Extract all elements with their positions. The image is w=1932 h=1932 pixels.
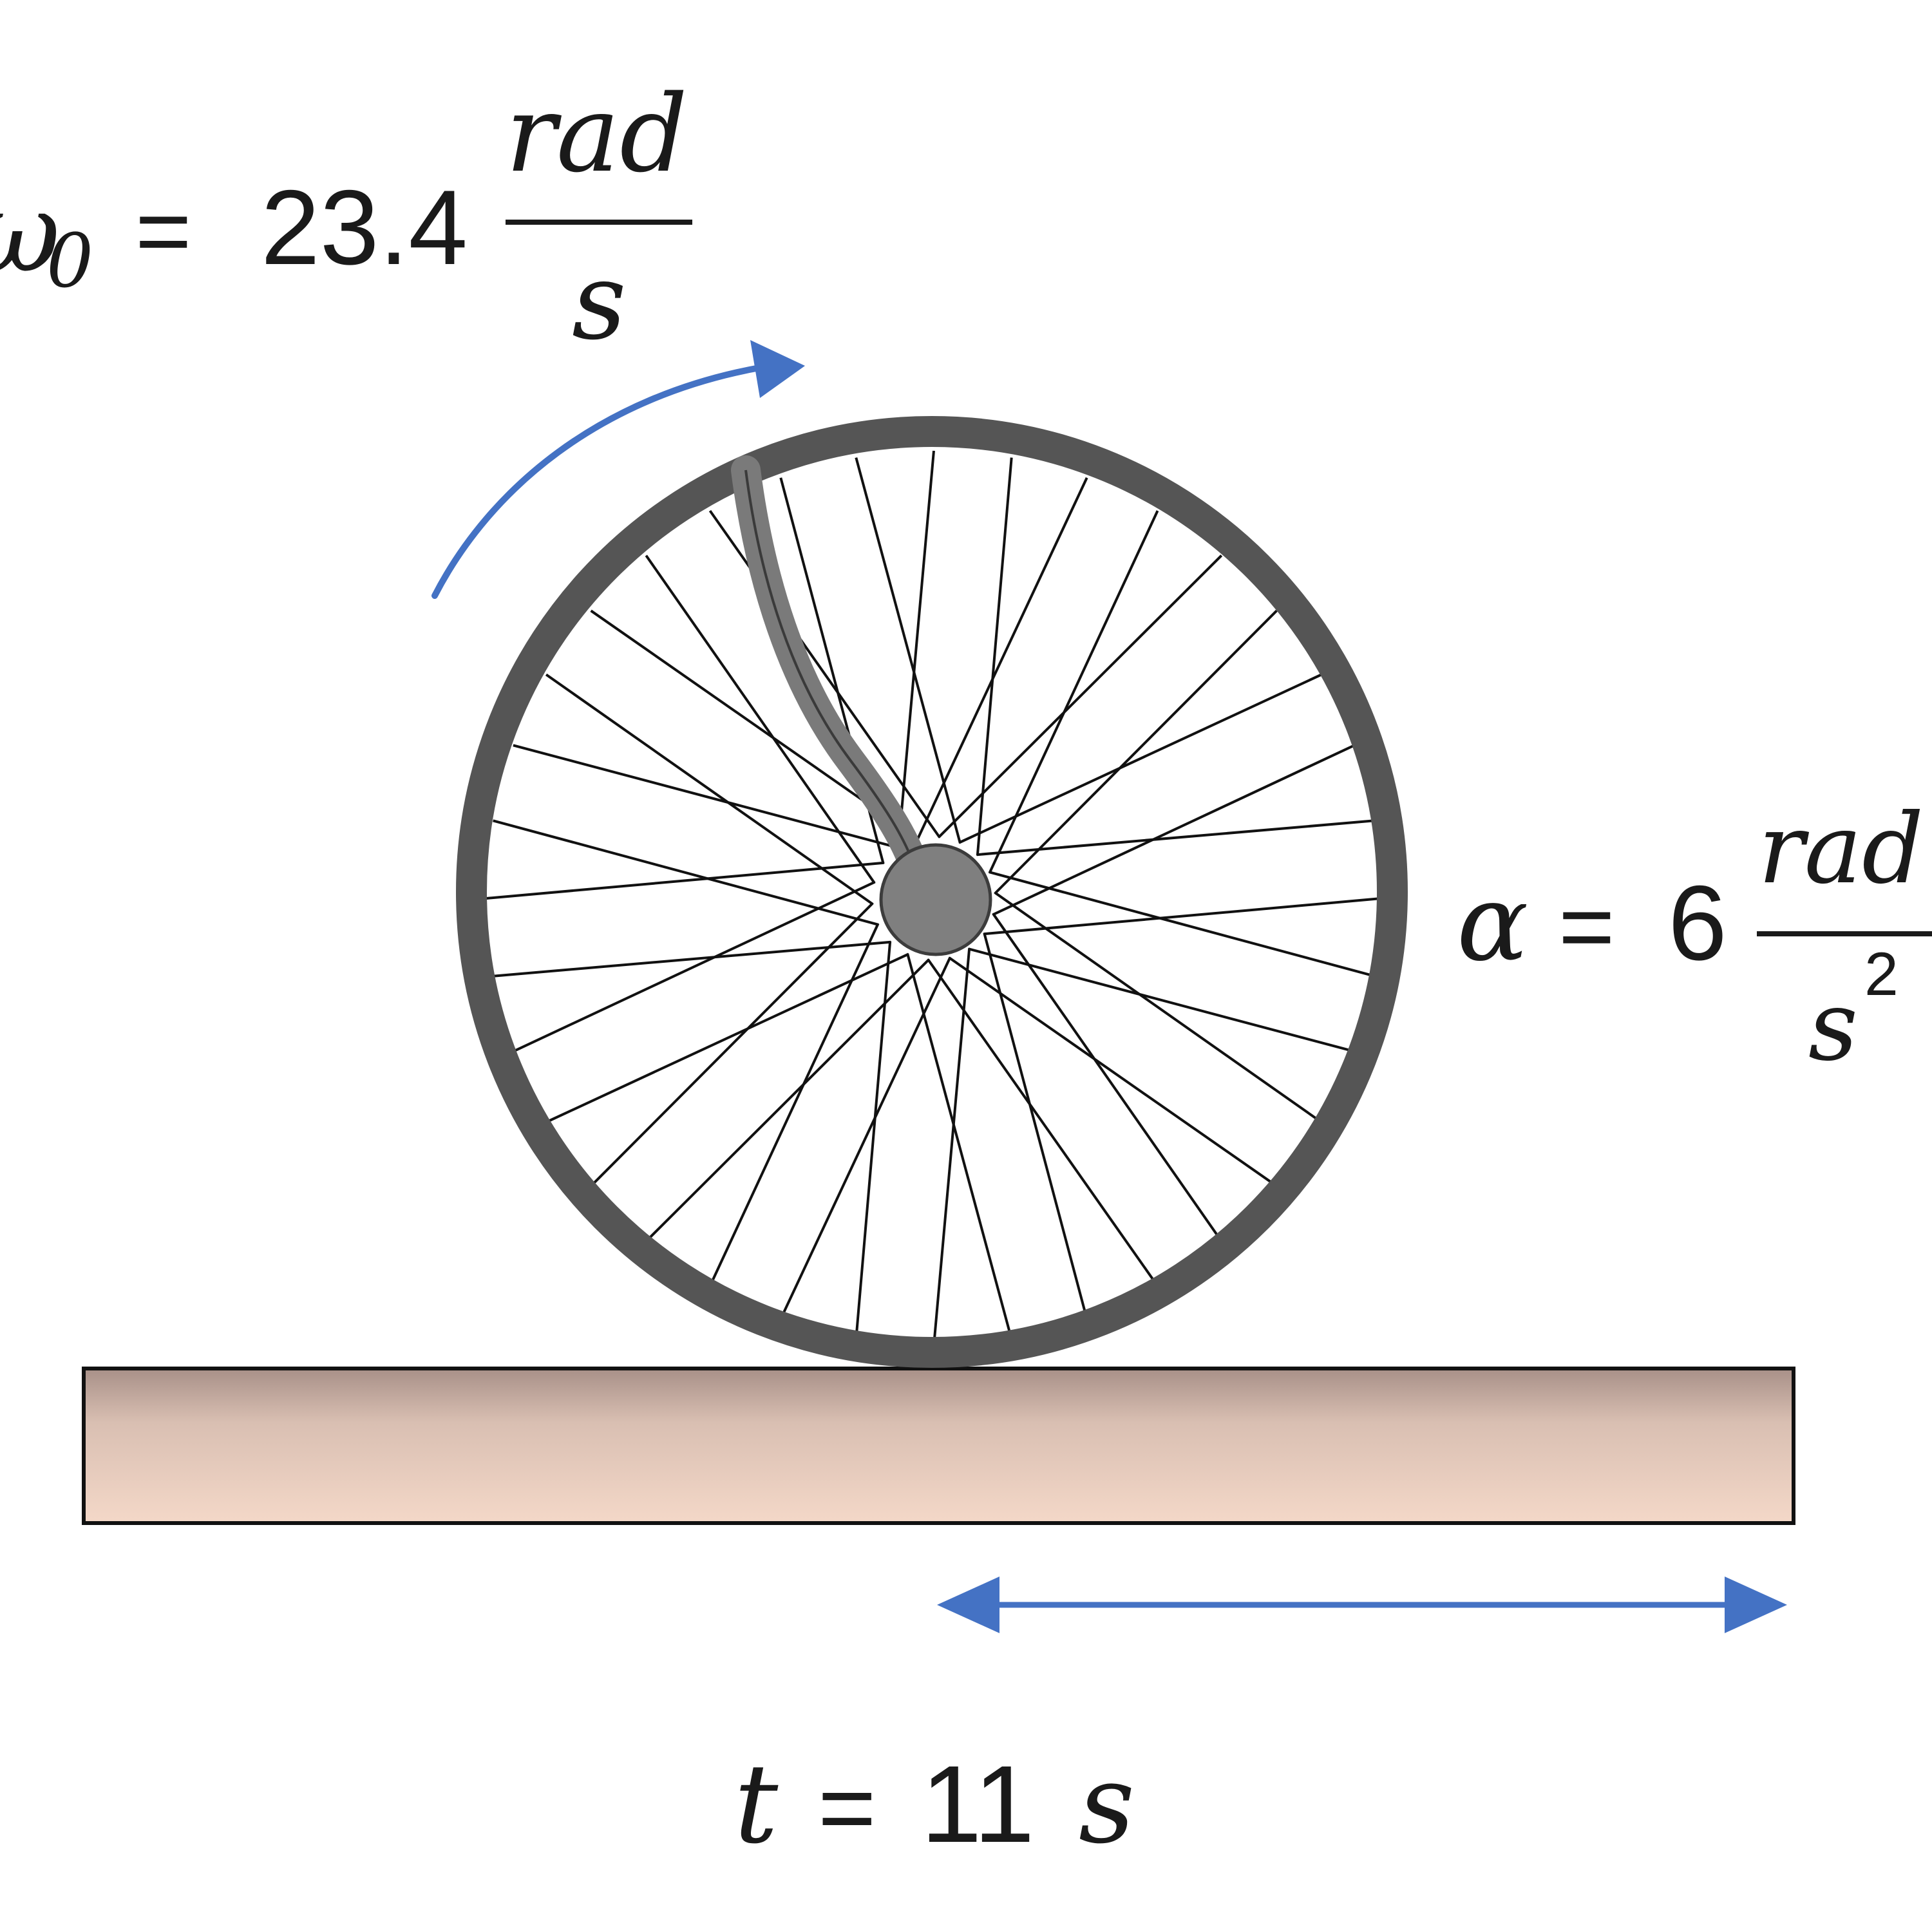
wheel-spoke [708,509,941,838]
wheel-rim [456,416,1408,1368]
alpha-label: α = 6 rad s 2 [1457,793,1932,1083]
time-span-arrow [937,1577,1787,1633]
wheel-spoke [493,819,879,926]
wheel-spoke [486,861,884,900]
wheel-spoke [779,956,952,1320]
wheel-spoke [989,871,1375,978]
omega0-label: ω 0 = 23.4 rad s [0,72,692,363]
omega-unit-denominator: s [572,240,627,363]
wheel-spoke [988,510,1159,874]
omega-unit-numerator: rad [506,72,688,196]
wheel-spoke [992,913,1223,1242]
omega-equals: = [135,176,192,285]
wheel-spoke [545,673,874,905]
wheel-spoke [958,673,1322,844]
alpha-equals: = [1558,872,1615,980]
wheel-spoke [513,744,900,849]
time-arrow-right-head [1725,1577,1787,1633]
wheel-spoke [590,902,874,1188]
wheel-spoke [948,956,1278,1188]
wheel-spoke [927,958,1159,1287]
time-unit: s [1079,1741,1135,1868]
wheel-spoke [933,948,971,1347]
wheel-spoke [906,953,1013,1340]
time-symbol: t [734,1741,779,1868]
wheel-spoke [994,609,1278,895]
alpha-value: 6 [1668,864,1727,982]
alpha-unit-numerator: rad [1758,793,1924,905]
wheel-spoke [855,941,892,1340]
wheel-spoke [992,744,1355,916]
wheel-spoke [645,958,931,1242]
time-value: 11 [921,1743,1034,1866]
wheel-spoke [896,450,935,849]
wheel-spoke [513,880,876,1053]
omega-value: 23.4 [261,168,468,287]
alpha-unit-denominator: s [1808,971,1858,1083]
omega-subscript: 0 [46,218,93,305]
wheel-hub [879,843,992,956]
rotation-arrow [431,340,805,599]
time-equals: = [818,1752,876,1863]
wheel-spoke [493,940,891,978]
wheel-spoke [994,891,1323,1124]
wheel-spoke [976,457,1013,856]
wheel-spoke [645,554,876,884]
time-label: t = 11 s [734,1741,1135,1868]
wheel-spoke [855,457,961,844]
alpha-symbol: α [1457,861,1528,985]
alpha-unit-exponent: 2 [1864,940,1899,1009]
rotation-arrow-head [750,340,805,398]
ground-block [82,1367,1795,1525]
wheel-spoke [916,477,1088,840]
wheel-spoke [708,923,880,1287]
wheel-spokes [486,450,1382,1347]
wheel-spoke [968,947,1355,1053]
wheel-spoke [976,819,1375,857]
omega-symbol: ω [0,169,61,297]
time-arrow-left-head [937,1577,999,1633]
wheel-spoke [937,554,1223,838]
wheel-spoke [983,933,1088,1320]
bicycle-wheel [456,416,1408,1368]
wheel-spoke [983,897,1382,936]
wheel-spoke [545,952,909,1124]
